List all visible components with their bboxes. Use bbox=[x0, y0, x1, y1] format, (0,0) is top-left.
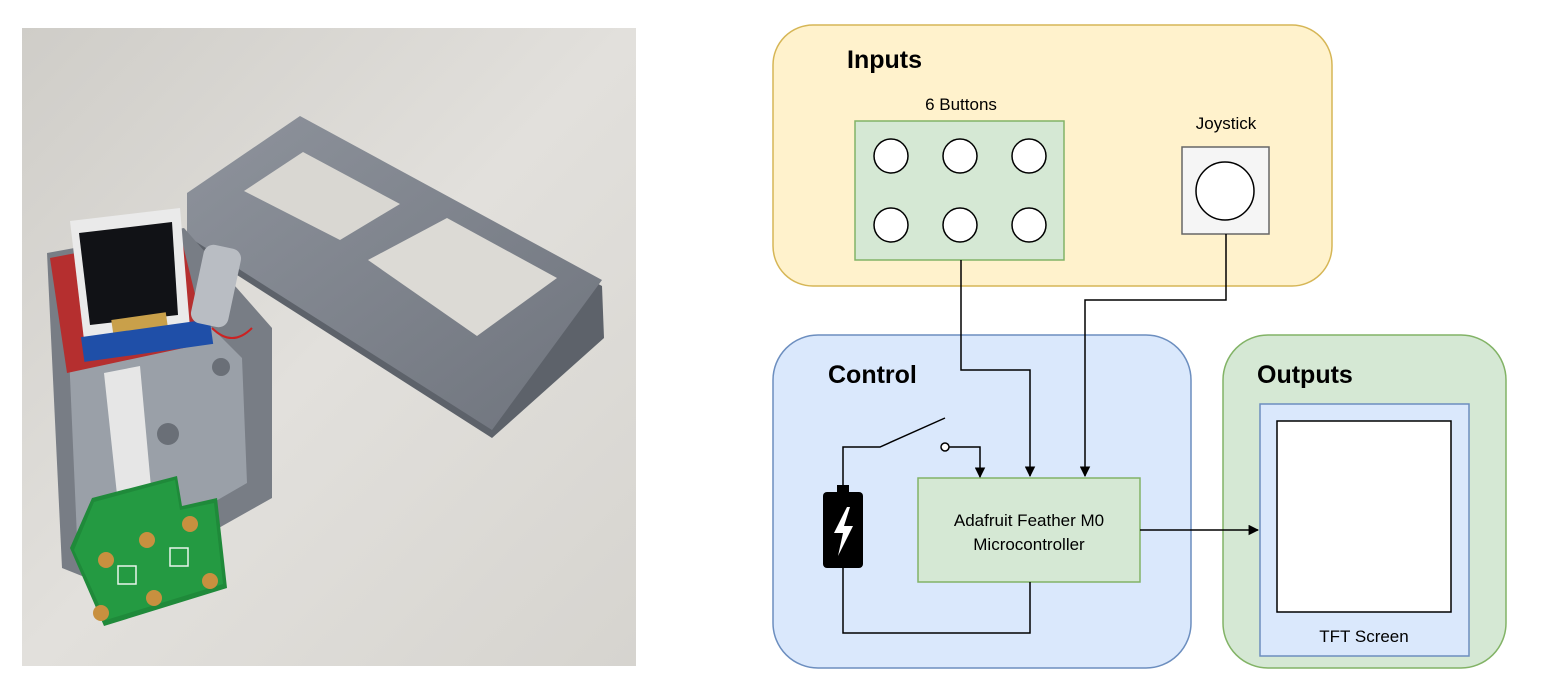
tft-display bbox=[70, 208, 214, 362]
tft-screen-label: TFT Screen bbox=[1319, 627, 1408, 646]
microcontroller-block bbox=[917, 477, 1141, 583]
button-circle bbox=[942, 138, 978, 174]
tft-screen-display bbox=[1276, 420, 1452, 613]
button-circle bbox=[1011, 207, 1047, 243]
battery-charging-icon bbox=[823, 485, 863, 568]
connector-buttons-to-mcu bbox=[960, 260, 1036, 478]
inputs-group: Inputs 6 Buttons Joystick bbox=[772, 24, 1333, 287]
inputs-title: Inputs bbox=[847, 46, 922, 74]
lipo-battery bbox=[190, 244, 253, 339]
connector-joystick-to-mcu bbox=[1079, 234, 1227, 478]
switch-symbol bbox=[842, 417, 986, 485]
joystick-label: Joystick bbox=[1196, 114, 1257, 133]
button-circle bbox=[1011, 138, 1047, 174]
microcontroller-label-line1: Adafruit Feather M0 bbox=[954, 511, 1104, 530]
button-board bbox=[70, 476, 227, 626]
control-group: Control Adafruit Feather M0 Microcontrol… bbox=[772, 334, 1192, 669]
outputs-title: Outputs bbox=[1257, 361, 1353, 389]
ground-wire bbox=[842, 568, 1031, 634]
case-faceplate bbox=[187, 116, 604, 438]
control-title: Control bbox=[828, 361, 917, 389]
joystick-knob bbox=[1195, 161, 1255, 221]
microcontroller-label-line2: Microcontroller bbox=[973, 535, 1085, 554]
button-circle bbox=[942, 207, 978, 243]
button-circle bbox=[873, 138, 909, 174]
outputs-group: Outputs TFT Screen bbox=[1222, 334, 1507, 669]
device-photo-illustration bbox=[22, 28, 636, 666]
button-circle bbox=[873, 207, 909, 243]
device-photo bbox=[22, 28, 636, 666]
buttons-label: 6 Buttons bbox=[925, 95, 997, 114]
